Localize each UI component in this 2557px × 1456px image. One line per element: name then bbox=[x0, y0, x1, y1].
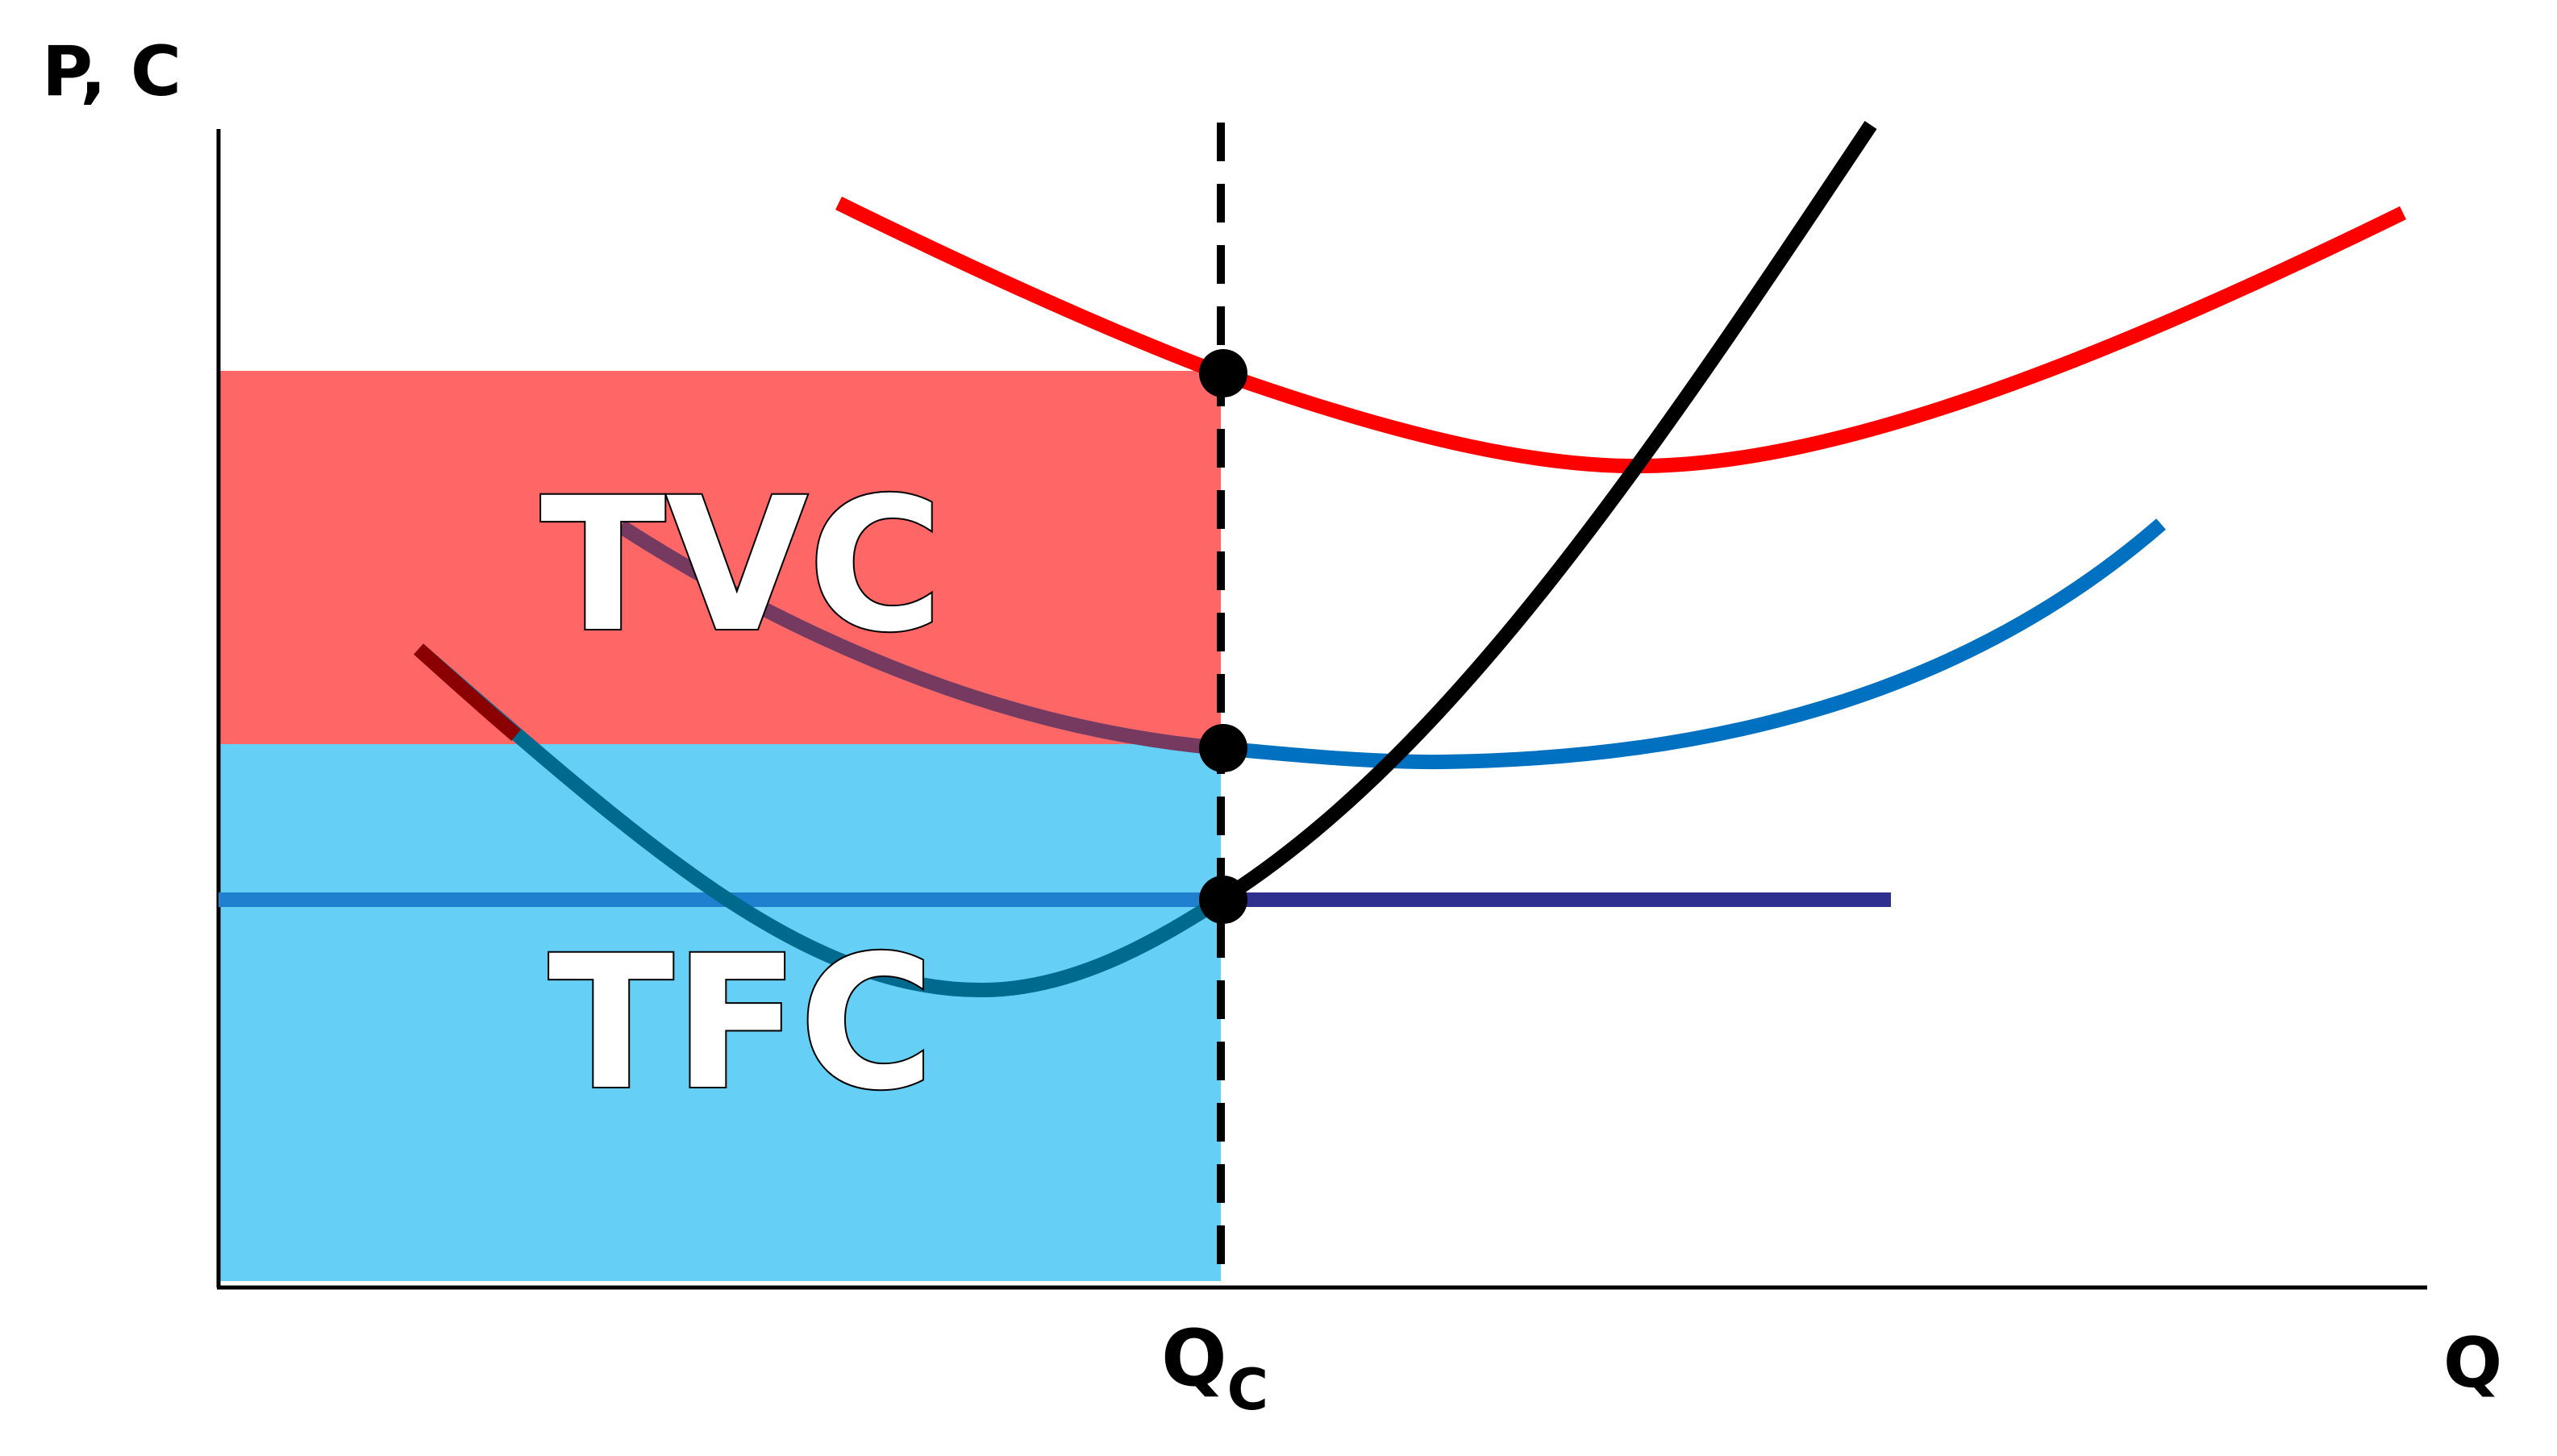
tvc-area bbox=[219, 371, 1221, 744]
mc-afc-point bbox=[1199, 876, 1247, 924]
y-axis-label: P, C bbox=[42, 31, 181, 112]
mc-curve bbox=[1217, 121, 1877, 906]
qc-label: QC bbox=[1161, 1313, 1268, 1423]
atc-point bbox=[1199, 349, 1247, 397]
x-axis-label: Q bbox=[2443, 1323, 2502, 1404]
tvc-label: TVC bbox=[540, 458, 943, 672]
qc-label-sub: C bbox=[1227, 1357, 1268, 1423]
lower-u-curve-start bbox=[413, 643, 521, 741]
avc-curve-overlay bbox=[617, 520, 1222, 755]
tfc-label: TFC bbox=[548, 916, 935, 1130]
lower-u-curve bbox=[414, 643, 1225, 998]
atc-curve bbox=[835, 196, 2406, 474]
avc-point bbox=[1199, 724, 1247, 772]
qc-label-main: Q bbox=[1161, 1313, 1227, 1404]
tfc-area bbox=[219, 744, 1221, 1281]
